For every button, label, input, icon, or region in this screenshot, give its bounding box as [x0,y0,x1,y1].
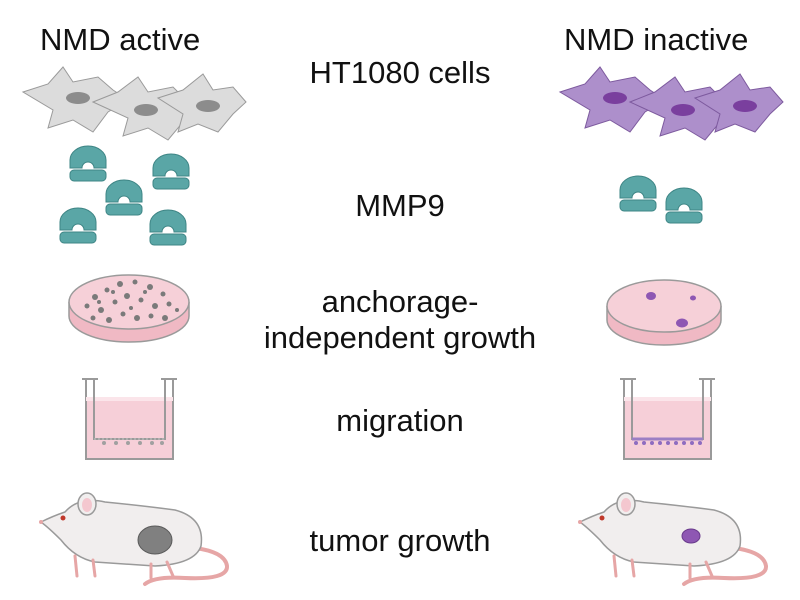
label-tumor-growth: tumor growth [309,523,491,558]
petri-dish-inactive-icon [606,279,722,346]
label-anchorage-independent-growth: anchorage- independent growth [200,284,600,356]
mouse-inactive-icon [578,492,768,586]
petri-dish-active-icon [68,274,190,343]
label-anchorage-line2: independent growth [263,320,537,355]
cells-inactive-icon [558,66,784,141]
cells-active-icon [21,66,247,141]
label-ht1080-cells: HT1080 cells [309,55,491,90]
mmp9-active-icon [59,145,190,246]
mmp9-inactive-icon [619,175,703,224]
header-nmd-active: NMD active [40,22,201,57]
transwell-active-icon [82,378,177,460]
label-anchorage-line1: anchorage- [321,284,479,319]
label-mmp9: MMP9 [355,188,445,223]
mouse-active-icon [39,492,229,586]
transwell-inactive-icon [620,378,715,460]
label-migration: migration [336,403,464,438]
header-nmd-inactive: NMD inactive [564,22,749,57]
